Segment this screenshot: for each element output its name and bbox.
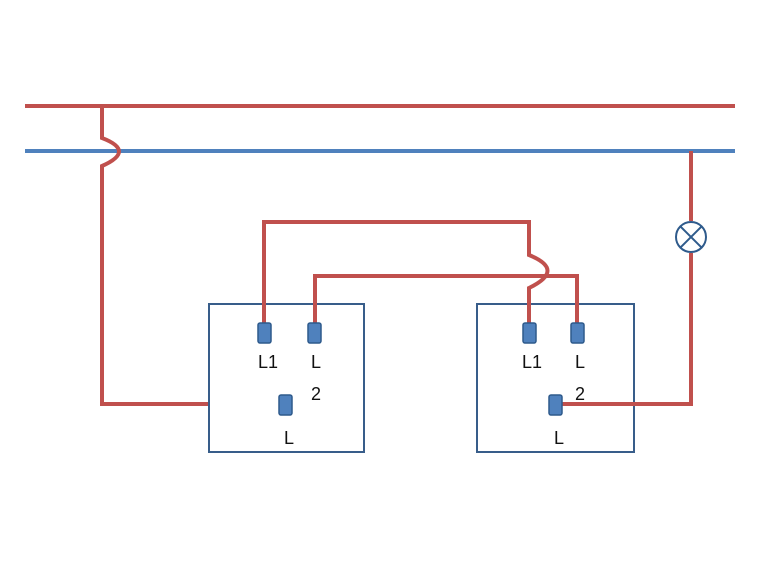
right-label-common: L <box>554 428 564 448</box>
switched-live-wire <box>555 253 693 406</box>
left-label-common: L <box>284 428 294 448</box>
right-terminal-l2 <box>570 322 585 344</box>
traveller-wire-l1 <box>262 220 550 332</box>
lamp-symbol-icon <box>675 221 707 253</box>
left-switch-box <box>208 303 365 453</box>
right-terminal-l1 <box>522 322 537 344</box>
right-label-l2-top: L <box>575 352 585 372</box>
right-terminal-common <box>548 394 563 416</box>
left-terminal-common <box>278 394 293 416</box>
left-label-l2-bottom: 2 <box>311 384 321 404</box>
right-label-l2-bottom: 2 <box>575 384 585 404</box>
left-label-l2-top: L <box>311 352 321 372</box>
left-terminal-l1 <box>257 322 272 344</box>
traveller-wire-l2 <box>313 274 579 332</box>
right-switch-box <box>476 303 635 453</box>
left-label-l1: L1 <box>258 352 278 372</box>
lamp-cross-b <box>679 225 703 249</box>
right-label-l1: L1 <box>522 352 542 372</box>
left-terminal-l2 <box>307 322 322 344</box>
live-feed-wire <box>100 106 285 406</box>
